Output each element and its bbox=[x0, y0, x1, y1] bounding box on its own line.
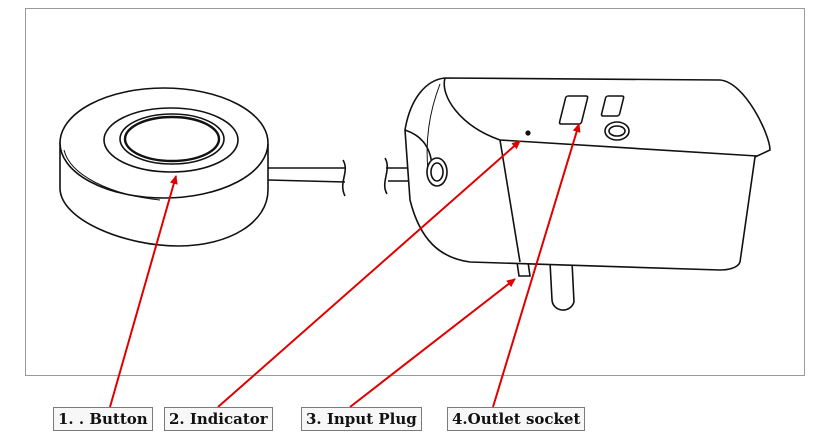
arrow-button bbox=[109, 175, 178, 408]
callout-arrows bbox=[109, 123, 581, 408]
arrow-input-plug bbox=[349, 278, 516, 408]
round-button-device bbox=[59, 87, 269, 247]
label-outlet-socket: 4.Outlet socket bbox=[447, 407, 586, 431]
arrow-outlet-socket bbox=[492, 123, 581, 408]
label-indicator: 2. Indicator bbox=[164, 407, 273, 431]
label-input-plug: 3. Input Plug bbox=[301, 407, 422, 431]
smart-plug-device bbox=[404, 77, 771, 311]
arrow-indicator bbox=[217, 140, 521, 408]
label-button: 1. . Button bbox=[53, 407, 153, 431]
